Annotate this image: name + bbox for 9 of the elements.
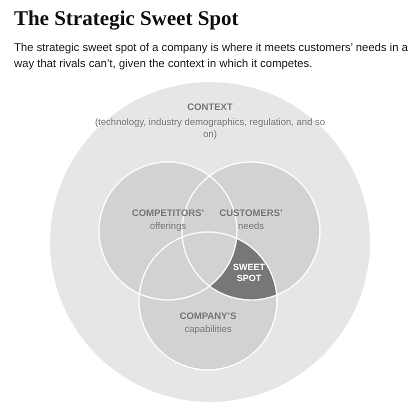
circle-subtext: (technology, industry demographics, regulation, and so on) bbox=[94, 117, 326, 141]
caption-text: The strategic sweet spot of a company is where it meets customers’ needs in a way that rivals can’t, given the context in which it competes. bbox=[14, 41, 409, 72]
diagram-title: The Strategic Sweet Spot bbox=[14, 6, 239, 31]
circle-heading: CONTEXT bbox=[186, 102, 234, 114]
circle-subtext: needs bbox=[237, 221, 265, 233]
circle-heading: SWEET SPOT bbox=[232, 262, 266, 284]
circle-subtext: offerings bbox=[148, 221, 188, 233]
circle-heading: COMPANY’S bbox=[178, 311, 238, 323]
circle-subtext: capabilities bbox=[184, 324, 232, 336]
